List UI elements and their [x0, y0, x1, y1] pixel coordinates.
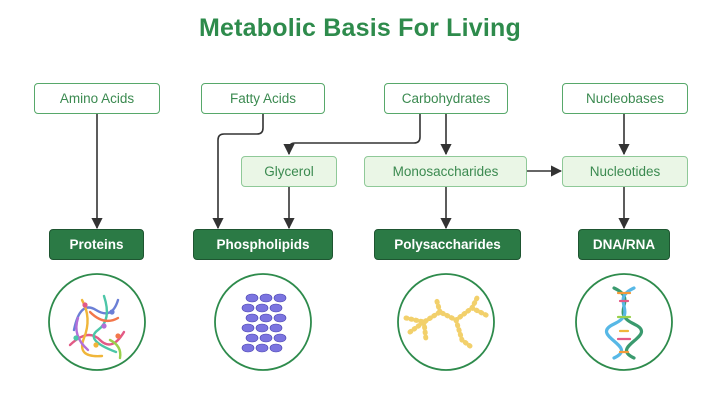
node-label: Fatty Acids — [229, 91, 297, 106]
node-proteins: Proteins — [49, 229, 144, 260]
dna-helix-icon — [575, 273, 673, 371]
arrow-carb-to-glycerol — [283, 114, 421, 156]
arrow-fatty-to-phospholipids — [212, 114, 264, 230]
polysaccharide-chain-icon — [397, 273, 495, 371]
node-label: Glycerol — [264, 164, 314, 179]
node-carbohydrates: Carbohydrates — [384, 83, 508, 114]
node-label: DNA/RNA — [592, 237, 656, 252]
node-amino-acids: Amino Acids — [34, 83, 160, 114]
node-dna-rna: DNA/RNA — [578, 229, 670, 260]
node-label: Nucleotides — [589, 164, 661, 179]
node-label: Carbohydrates — [401, 91, 491, 106]
node-nucleobases: Nucleobases — [562, 83, 688, 114]
node-label: Nucleobases — [585, 91, 665, 106]
node-polysaccharides: Polysaccharides — [374, 229, 521, 260]
protein-structure-icon — [48, 273, 146, 371]
node-glycerol: Glycerol — [241, 156, 337, 187]
node-label: Proteins — [69, 237, 124, 252]
node-nucleotides: Nucleotides — [562, 156, 688, 187]
node-monosaccharides: Monosaccharides — [364, 156, 527, 187]
node-fatty-acids: Fatty Acids — [201, 83, 325, 114]
node-label: Phospholipids — [216, 237, 310, 252]
node-label: Monosaccharides — [392, 164, 499, 179]
node-phospholipids: Phospholipids — [193, 229, 333, 260]
node-label: Amino Acids — [59, 91, 135, 106]
phospholipid-bilayer-icon — [214, 273, 312, 371]
diagram-title: Metabolic Basis For Living — [199, 14, 521, 42]
node-label: Polysaccharides — [394, 237, 501, 252]
